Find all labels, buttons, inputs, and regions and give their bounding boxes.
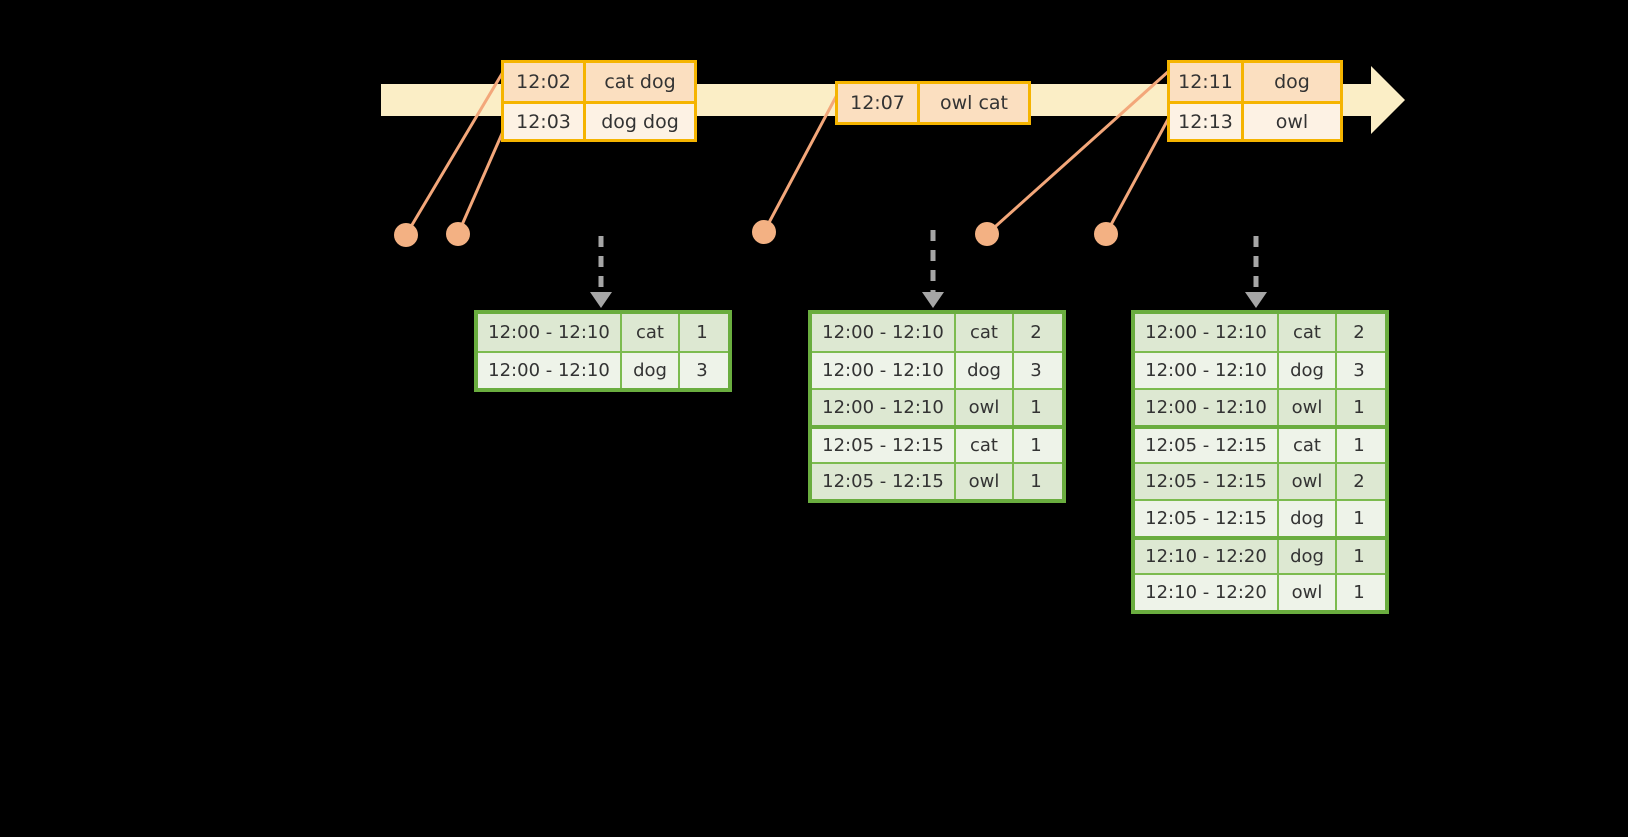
window-cell: 12:00 - 12:10 [1135,314,1279,351]
count-cell: 2 [1030,322,1042,343]
key-cell: dog [1279,501,1337,536]
event-words: owl [1275,110,1309,133]
timeline-event-row[interactable]: 12:02 cat dog [504,63,694,101]
dot-5 [1094,222,1118,246]
dot-1 [394,223,418,247]
window-cell: 12:10 - 12:20 [1135,540,1279,573]
window-cell: 12:05 - 12:15 [1135,464,1279,499]
flow-arrow-2-head [922,292,944,308]
event-words: cat dog [604,71,676,93]
count-cell: 1 [1353,546,1365,567]
timeline-event-row[interactable]: 12:13 owl [1170,101,1340,139]
window-cell: 12:00 - 12:10 [812,390,956,425]
event-words: dog [1274,71,1310,93]
key-cell: owl [1279,390,1337,425]
key-cell: cat [956,314,1014,351]
key-cell: dog [956,353,1014,388]
flow-arrow-3 [1245,236,1267,308]
window-cell: 12:00 - 12:10 [812,314,956,351]
count-cell: 1 [1353,435,1365,456]
dot-4 [975,222,999,246]
window-cell: 12:00 - 12:10 [478,353,622,388]
key-cell: dog [1279,353,1337,388]
event-time: 12:13 [1170,104,1244,139]
connector-3 [762,92,840,233]
key-cell: dog [1279,540,1337,573]
flow-arrow-3-head [1245,292,1267,308]
key-cell: owl [956,464,1014,499]
timeline-event-row[interactable]: 12:03 dog dog [504,101,694,139]
event-time: 12:11 [1170,63,1244,101]
key-cell: cat [622,314,680,351]
event-time: 12:03 [504,104,586,139]
connector-5 [1104,111,1174,235]
event-dots [394,220,1118,247]
dot-3 [752,220,776,244]
window-cell: 12:00 - 12:10 [812,353,956,388]
window-cell: 12:05 - 12:15 [812,429,956,462]
event-words: owl cat [939,92,1009,114]
count-cell: 2 [1353,322,1365,343]
window-cell: 12:10 - 12:20 [1135,575,1279,610]
window-cell: 12:05 - 12:15 [812,464,956,499]
event-time: 12:07 [838,84,920,122]
timeline-event-group-3[interactable]: 12:11 dog 12:13 owl [1167,60,1343,142]
timeline-event-group-1[interactable]: 12:02 cat dog 12:03 dog dog [501,60,697,142]
count-cell: 3 [696,360,708,381]
window-cell: 12:00 - 12:10 [1135,353,1279,388]
key-cell: owl [1279,575,1337,610]
event-words: dog dog [601,110,679,133]
key-cell: cat [956,429,1014,462]
window-cell: 12:00 - 12:10 [1135,390,1279,425]
key-cell: cat [1279,314,1337,351]
flow-arrows [590,230,1267,308]
flow-arrow-1-head [590,292,612,308]
count-cell: 1 [696,322,708,343]
key-cell: cat [1279,429,1337,462]
count-cell: 2 [1353,471,1365,492]
key-cell: owl [1279,464,1337,499]
window-cell: 12:05 - 12:15 [1135,501,1279,536]
count-cell: 3 [1030,360,1042,381]
count-cell: 1 [1353,582,1365,603]
window-cell: 12:05 - 12:15 [1135,429,1279,462]
dot-2 [446,222,470,246]
key-cell: dog [622,353,680,388]
count-cell: 1 [1030,471,1042,492]
flow-arrow-1 [590,236,612,308]
event-time: 12:02 [504,63,586,101]
count-cell: 1 [1030,397,1042,418]
timeline-arrowhead [1371,66,1405,134]
timeline-event-group-2[interactable]: 12:07 owl cat [835,81,1031,125]
key-cell: owl [956,390,1014,425]
count-cell: 1 [1353,508,1365,529]
timeline-event-row[interactable]: 12:11 dog [1170,63,1340,101]
count-cell: 3 [1353,360,1365,381]
count-cell: 1 [1030,435,1042,456]
window-cell: 12:00 - 12:10 [478,314,622,351]
count-cell: 1 [1353,397,1365,418]
timeline-event-row[interactable]: 12:07 owl cat [838,84,1028,122]
connector-1 [404,71,505,236]
flow-arrow-2 [922,230,944,308]
